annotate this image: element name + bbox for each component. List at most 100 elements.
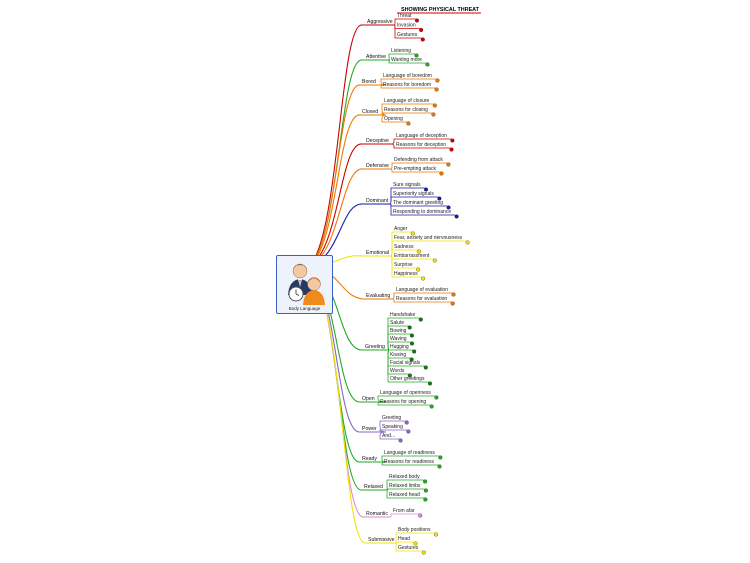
item-label[interactable]: Reasons for readiness bbox=[384, 459, 435, 465]
expand-dot-icon[interactable] bbox=[434, 87, 439, 92]
expand-dot-icon[interactable] bbox=[446, 205, 451, 210]
expand-dot-icon[interactable] bbox=[404, 420, 409, 425]
expand-dot-icon[interactable] bbox=[425, 62, 430, 67]
item-label[interactable]: Language of evaluation bbox=[396, 287, 448, 293]
item-label[interactable]: And... bbox=[382, 433, 395, 439]
item-label[interactable]: From afar bbox=[393, 508, 415, 514]
branch-label[interactable]: Emotional bbox=[366, 250, 389, 256]
expand-dot-icon[interactable] bbox=[409, 341, 415, 346]
expand-dot-icon[interactable] bbox=[410, 231, 415, 236]
branch-label[interactable]: Open bbox=[362, 396, 375, 402]
expand-dot-icon[interactable] bbox=[450, 138, 455, 143]
expand-dot-icon[interactable] bbox=[432, 258, 437, 263]
expand-dot-icon[interactable] bbox=[406, 429, 411, 434]
expand-dot-icon[interactable] bbox=[418, 317, 423, 322]
expand-dot-icon[interactable] bbox=[454, 214, 459, 219]
item-label[interactable]: Invasion bbox=[397, 23, 416, 29]
item-label[interactable]: Anger bbox=[394, 226, 408, 232]
item-label[interactable]: Speaking bbox=[382, 424, 403, 430]
item-label[interactable]: Wanting more bbox=[391, 57, 422, 63]
item-label[interactable]: Surprise bbox=[394, 262, 413, 268]
branch-label[interactable]: Dominant bbox=[366, 198, 389, 204]
item-label[interactable]: Reasons for deception bbox=[396, 142, 446, 148]
item-label[interactable]: Happiness bbox=[394, 271, 418, 277]
branch-greeting[interactable]: Greeting HandshakeSaluteBowingWavingHuggi… bbox=[309, 265, 433, 386]
item-label[interactable]: Language of openness bbox=[380, 390, 431, 396]
item-label[interactable]: Responding to dominance bbox=[393, 209, 451, 215]
item-label[interactable]: Relaxed body bbox=[389, 474, 420, 480]
expand-dot-icon[interactable] bbox=[414, 18, 420, 23]
branch-label[interactable]: Submissive bbox=[368, 537, 395, 543]
item-label[interactable]: Language of closure bbox=[384, 98, 430, 104]
item-label[interactable]: Head bbox=[398, 536, 410, 542]
expand-dot-icon[interactable] bbox=[407, 373, 412, 378]
expand-dot-icon[interactable] bbox=[434, 395, 439, 400]
expand-dot-icon[interactable] bbox=[416, 249, 422, 254]
item-label[interactable]: Pre-empting attack bbox=[394, 166, 436, 172]
expand-dot-icon[interactable] bbox=[439, 171, 444, 176]
branch-label[interactable]: Romantic bbox=[366, 511, 388, 517]
expand-dot-icon[interactable] bbox=[450, 301, 455, 306]
item-label[interactable]: Language of readiness bbox=[384, 450, 435, 456]
item-label[interactable]: Other greetings bbox=[390, 376, 425, 382]
expand-dot-icon[interactable] bbox=[437, 464, 442, 469]
item-label[interactable]: Language of boredom bbox=[383, 73, 432, 79]
expand-dot-icon[interactable] bbox=[435, 78, 440, 83]
expand-dot-icon[interactable] bbox=[412, 349, 417, 354]
expand-dot-icon[interactable] bbox=[429, 404, 434, 409]
expand-dot-icon[interactable] bbox=[406, 121, 411, 126]
expand-dot-icon[interactable] bbox=[438, 455, 443, 460]
branch-label[interactable]: Power bbox=[362, 426, 377, 432]
item-label[interactable]: Sadness bbox=[394, 244, 414, 250]
expand-dot-icon[interactable] bbox=[451, 292, 456, 297]
item-label[interactable]: Reasons for closing bbox=[384, 107, 428, 113]
expand-dot-icon[interactable] bbox=[419, 27, 424, 33]
item-label[interactable]: Fear, anxiety and nervousness bbox=[394, 235, 463, 241]
expand-dot-icon[interactable] bbox=[437, 196, 442, 201]
item-label[interactable]: Relaxed limbs bbox=[389, 483, 421, 489]
item-label[interactable]: Sure signals bbox=[393, 182, 421, 188]
branch-label[interactable]: Deceptive bbox=[366, 138, 389, 144]
item-label[interactable]: Hugging bbox=[390, 344, 409, 350]
expand-dot-icon[interactable] bbox=[449, 147, 454, 152]
expand-dot-icon[interactable] bbox=[432, 103, 437, 108]
branch-label[interactable]: Defensive bbox=[366, 163, 389, 169]
expand-dot-icon[interactable] bbox=[465, 240, 470, 245]
expand-dot-icon[interactable] bbox=[421, 276, 426, 281]
item-label[interactable]: Words bbox=[390, 368, 405, 374]
item-label[interactable]: Waving bbox=[390, 336, 407, 342]
item-label[interactable]: Threat bbox=[397, 13, 412, 19]
expand-dot-icon[interactable] bbox=[421, 550, 426, 555]
expand-dot-icon[interactable] bbox=[446, 162, 451, 167]
item-label[interactable]: Gestures bbox=[398, 545, 419, 551]
item-label[interactable]: Kissing bbox=[390, 352, 406, 358]
item-label[interactable]: Relaxed head bbox=[389, 492, 420, 498]
item-label[interactable]: Salute bbox=[390, 320, 404, 326]
branch-label[interactable]: Closed bbox=[362, 109, 378, 115]
item-label[interactable]: Reasons for opening bbox=[380, 399, 426, 405]
expand-dot-icon[interactable] bbox=[423, 488, 428, 493]
branch-label[interactable]: Relaxed bbox=[364, 484, 383, 490]
branch-label[interactable]: Attentive bbox=[366, 54, 386, 60]
expand-dot-icon[interactable] bbox=[409, 333, 414, 338]
item-label[interactable]: Bowing bbox=[390, 328, 407, 334]
item-label[interactable]: The dominant greeting bbox=[393, 200, 443, 206]
expand-dot-icon[interactable] bbox=[433, 532, 439, 537]
item-label[interactable]: Greeting bbox=[382, 415, 401, 421]
branch-label[interactable]: Greeting bbox=[365, 344, 385, 350]
item-label[interactable]: Gestures bbox=[397, 32, 418, 38]
item-label[interactable]: Handshake bbox=[390, 312, 416, 318]
item-label[interactable]: Opening bbox=[384, 116, 403, 122]
expand-dot-icon[interactable] bbox=[416, 267, 421, 272]
expand-dot-icon[interactable] bbox=[409, 357, 414, 362]
expand-dot-icon[interactable] bbox=[427, 381, 433, 386]
branch-label[interactable]: Ready bbox=[362, 456, 377, 462]
expand-dot-icon[interactable] bbox=[413, 541, 418, 546]
branch-label[interactable]: Bored bbox=[362, 79, 376, 85]
